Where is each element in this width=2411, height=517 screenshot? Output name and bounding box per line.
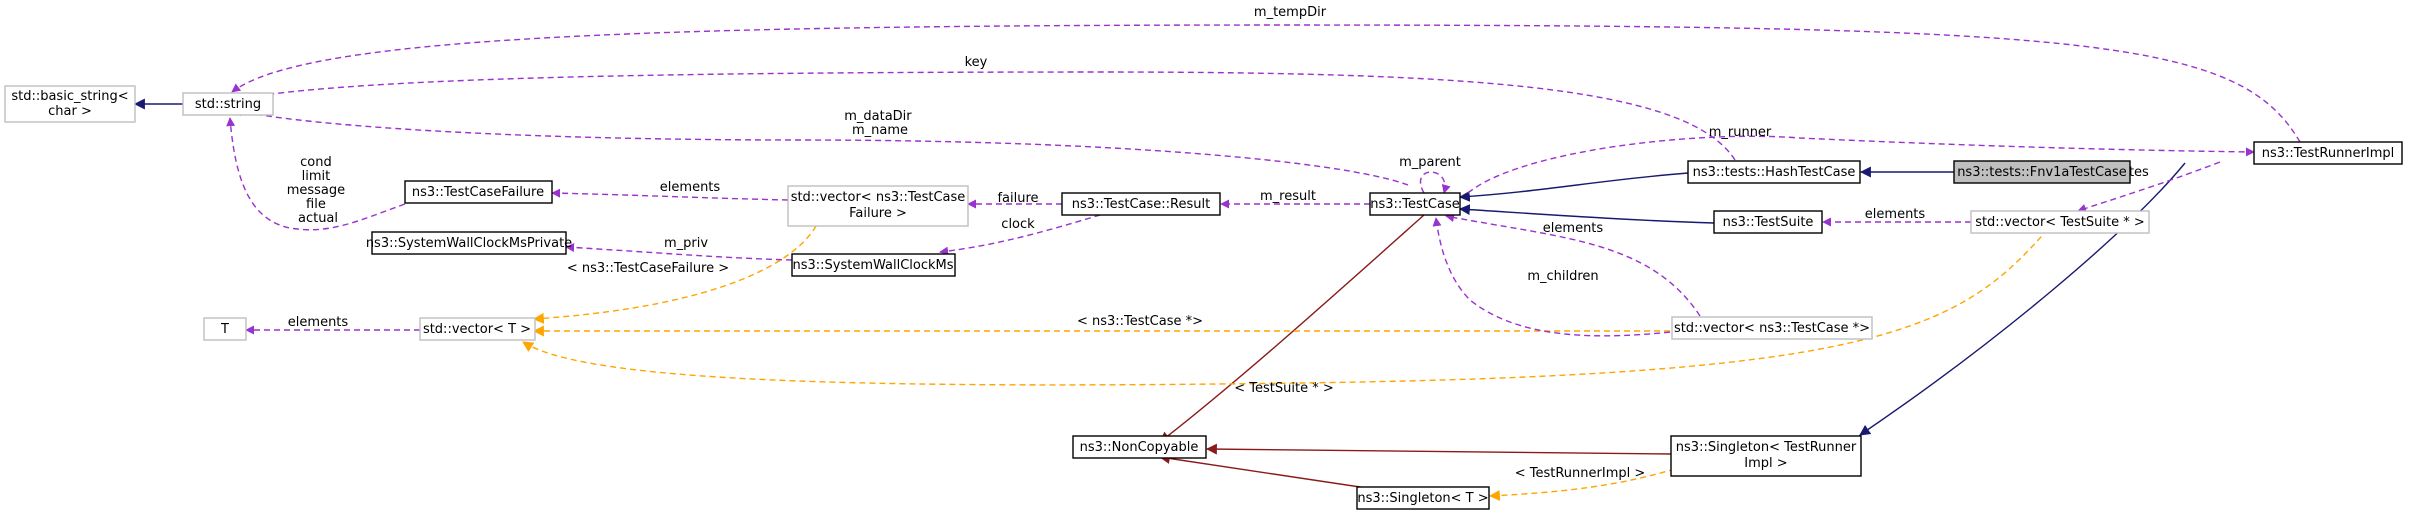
node-string[interactable]: std::string [182, 92, 274, 116]
edge-children [1432, 217, 1681, 337]
node-vector-T[interactable]: std::vector< T > [419, 317, 536, 341]
edge-tempdir [231, 24, 2301, 143]
edge-key [235, 71, 1736, 161]
edge-tpl-runner [1488, 468, 1676, 501]
svg-text:std::vector< ns3::TestCaseFail: std::vector< ns3::TestCaseFailure > [791, 190, 966, 221]
edge-tpl-failure [532, 225, 817, 324]
edge-testsuite-inherits-testcase [1458, 204, 1715, 224]
svg-text:std::vector< T >: std::vector< T > [423, 322, 531, 337]
node-T[interactable]: T [203, 317, 247, 341]
label-failure: failure [997, 191, 1038, 206]
svg-text:ns3::tests::HashTestCase: ns3::tests::HashTestCase [1693, 165, 1856, 180]
label-clock: clock [1001, 217, 1035, 232]
svg-text:ns3::TestRunnerImpl: ns3::TestRunnerImpl [2262, 146, 2395, 161]
label-result: m_result [1260, 189, 1316, 204]
svg-text:ns3::Singleton< TestRunnerImpl: ns3::Singleton< TestRunnerImpl > [1676, 440, 1857, 471]
svg-text:ns3::TestCase: ns3::TestCase [1370, 197, 1459, 212]
svg-text:ns3::TestCase::Result: ns3::TestCase::Result [1072, 197, 1210, 212]
edge-singleton-T-noncopyable [1158, 453, 1381, 491]
svg-text:ns3::tests::Fnv1aTestCase: ns3::tests::Fnv1aTestCase [1957, 165, 2127, 180]
node-singleton-T[interactable]: ns3::Singleton< T > [1356, 486, 1490, 510]
label-key: key [965, 55, 988, 70]
node-systemwallclockmsprivate[interactable]: ns3::SystemWallClockMsPrivate [366, 231, 572, 255]
svg-text:std::string: std::string [195, 97, 261, 112]
node-testcasefailure[interactable]: ns3::TestCaseFailure [404, 180, 553, 204]
edge-tpl-suite [522, 228, 2049, 386]
label-tpl-failure: < ns3::TestCaseFailure > [567, 261, 729, 276]
label-tpl-suite: < TestSuite * > [1234, 381, 1333, 396]
edge-priv [565, 242, 793, 261]
label-elements-failure: elements [660, 180, 721, 195]
label-children: m_children [1527, 269, 1598, 284]
label-tpl-case: < ns3::TestCase *> [1077, 314, 1203, 329]
node-vector-testcase[interactable]: std::vector< ns3::TestCase *> [1671, 316, 1873, 340]
node-testcase[interactable]: ns3::TestCase [1369, 192, 1461, 216]
edge-clock [939, 211, 1111, 256]
edge-datadir [233, 107, 1409, 186]
edge-runner [1467, 135, 2255, 194]
svg-text:ns3::SystemWallClockMsPrivate: ns3::SystemWallClockMsPrivate [366, 236, 572, 251]
label-elements-suite: elements [1865, 207, 1926, 222]
edge-suites [2077, 161, 2221, 213]
label-priv: m_priv [664, 236, 708, 251]
edge-hashtestcase-inherits-testcase [1458, 172, 1689, 202]
node-vector-testsuite[interactable]: std::vector< TestSuite * > [1970, 210, 2150, 234]
label-elements-case: elements [1543, 221, 1604, 236]
svg-text:ns3::SystemWallClockMs: ns3::SystemWallClockMs [792, 258, 953, 273]
label-tpl-runner: < TestRunnerImpl > [1515, 466, 1646, 481]
label-datadir: m_dataDir m_name [844, 109, 916, 138]
svg-text:ns3::TestSuite: ns3::TestSuite [1723, 215, 1814, 230]
node-systemwallclockms[interactable]: ns3::SystemWallClockMs [791, 253, 956, 277]
svg-text:std::vector< ns3::TestCase *>: std::vector< ns3::TestCase *> [1674, 321, 1870, 336]
edge-testcase-noncopyable [1159, 214, 1425, 443]
edge-parent [1419, 171, 1451, 194]
edge-elements-case [1445, 213, 1701, 317]
svg-text:std::vector< TestSuite * >: std::vector< TestSuite * > [1975, 215, 2145, 230]
svg-text:ns3::Singleton< T >: ns3::Singleton< T > [1357, 491, 1488, 506]
node-fnv1atestcase[interactable]: ns3::tests::Fnv1aTestCase [1953, 160, 2131, 184]
node-hashtestcase[interactable]: ns3::tests::HashTestCase [1687, 160, 1861, 184]
label-tempdir: m_tempDir [1254, 5, 1327, 20]
edge-runnerimpl-inherits-singleton [1859, 162, 2186, 436]
label-runner: m_runner [1709, 125, 1772, 140]
edge-elements-failure [551, 188, 789, 201]
node-testsuite[interactable]: ns3::TestSuite [1713, 210, 1823, 234]
node-testrunnerimpl[interactable]: ns3::TestRunnerImpl [2253, 141, 2403, 165]
label-elements-T: elements [288, 315, 349, 330]
label-parent: m_parent [1399, 155, 1461, 170]
svg-text:ns3::TestCaseFailure: ns3::TestCaseFailure [412, 185, 544, 200]
node-testcase-result[interactable]: ns3::TestCase::Result [1061, 192, 1221, 216]
edge-failure-fields [226, 117, 406, 231]
edge-singleton-runner-noncopyable [1205, 443, 1672, 455]
svg-text:ns3::NonCopyable: ns3::NonCopyable [1080, 440, 1199, 455]
svg-text:T: T [220, 322, 229, 337]
node-noncopyable[interactable]: ns3::NonCopyable [1072, 435, 1207, 459]
node-basic-string[interactable]: std::basic_string<char > [4, 85, 136, 123]
svg-text:std::basic_string<char >: std::basic_string<char > [11, 89, 128, 119]
label-failure-fields: cond limit message file actual [287, 155, 350, 226]
